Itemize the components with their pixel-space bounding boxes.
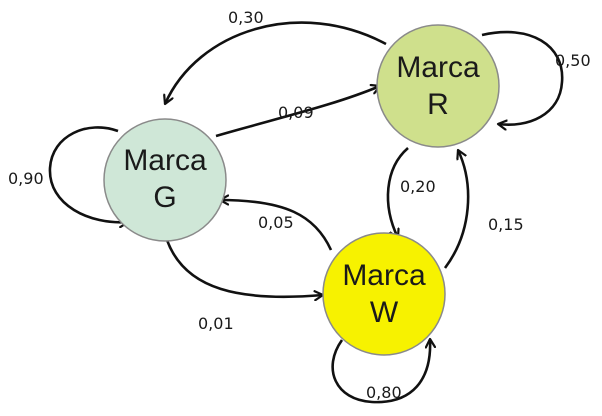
edge-g-to-r [215,86,380,138]
node-w-label-line1: Marca [342,259,426,292]
edge-label-g-to-g: 0,90 [8,169,44,188]
edge-w-to-g [220,200,333,251]
node-r-circle [376,24,500,148]
node-r-label-line2: R [427,88,449,121]
edge-r-to-r [481,30,564,125]
node-marca-w: Marca W [322,232,446,356]
node-r-label-line1: Marca [396,51,480,84]
edge-label-w-to-w: 0,80 [366,383,402,402]
node-w-label-line2: W [370,296,399,329]
edge-r-to-w [386,147,409,238]
edge-label-r-to-w: 0,20 [400,177,436,196]
edge-g-to-w [165,239,323,297]
edge-label-g-to-r: 0,09 [278,103,314,122]
node-g-label-line1: Marca [123,144,207,177]
edge-g-to-g [48,126,128,222]
edge-label-w-to-g: 0,05 [258,213,294,232]
edge-w-to-r [443,150,470,269]
node-w-circle [322,232,446,356]
edge-label-r-to-r: 0,50 [555,51,591,70]
edge-label-w-to-r: 0,15 [488,215,524,234]
edge-label-g-to-w: 0,01 [198,314,234,333]
node-marca-g: Marca G [103,118,227,242]
node-g-label-line2: G [153,181,176,214]
node-marca-r: Marca R [376,24,500,148]
node-g-circle [103,118,227,242]
edge-w-to-w [331,339,430,404]
edge-r-to-g [165,21,387,104]
edge-label-r-to-g: 0,30 [228,8,264,27]
